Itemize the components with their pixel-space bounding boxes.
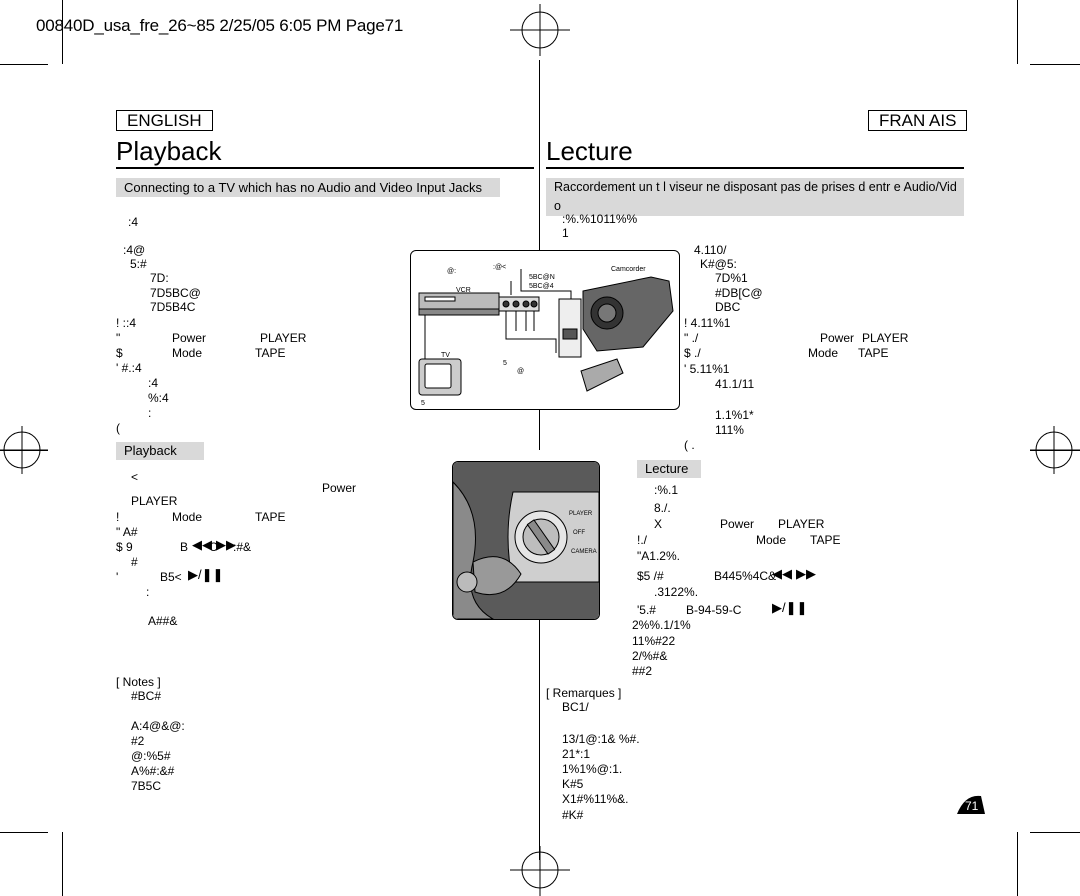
rewind-icon: ◀◀: [772, 566, 792, 581]
dial-off-label: OFF: [573, 530, 585, 536]
play-pause-icon: ▶/❚❚: [772, 600, 808, 615]
language-label-french: FRAN AIS: [868, 110, 968, 131]
section-heading-french: Raccordement un t l viseur ne disposant …: [546, 178, 964, 216]
rewind-icon: ◀◀: [192, 537, 212, 552]
dial-camera-label: CAMERA: [571, 549, 597, 555]
print-header: 00840D_usa_fre_26~85 2/25/05 6:05 PM Pag…: [36, 16, 404, 35]
fast-forward-icon: ▶▶: [216, 537, 236, 552]
page-title-english: Playback: [116, 136, 222, 166]
fast-forward-icon: ▶▶: [796, 566, 816, 581]
mode-dial-illustration: PLAYER OFF CAMERA: [452, 461, 600, 620]
dial-player-label: PLAYER: [569, 511, 593, 517]
play-pause-icon: ▶/❚❚: [188, 567, 224, 582]
section-heading-english: Connecting to a TV which has no Audio an…: [116, 178, 500, 197]
subheading-lecture: Lecture: [637, 460, 701, 478]
subheading-playback: Playback: [116, 442, 204, 460]
language-label-english: ENGLISH: [116, 110, 213, 131]
connection-diagram: Camcorder VCR TV @: :@< 5BC@N 5BC@4 5 @ …: [410, 250, 680, 410]
notes-heading-english: [ Notes ]: [116, 675, 161, 689]
remarks-heading-french: [ Remarques ]: [546, 686, 622, 700]
page-number: 71: [965, 799, 979, 813]
page-number-tab: [957, 795, 985, 814]
page-title-french: Lecture: [546, 136, 633, 166]
